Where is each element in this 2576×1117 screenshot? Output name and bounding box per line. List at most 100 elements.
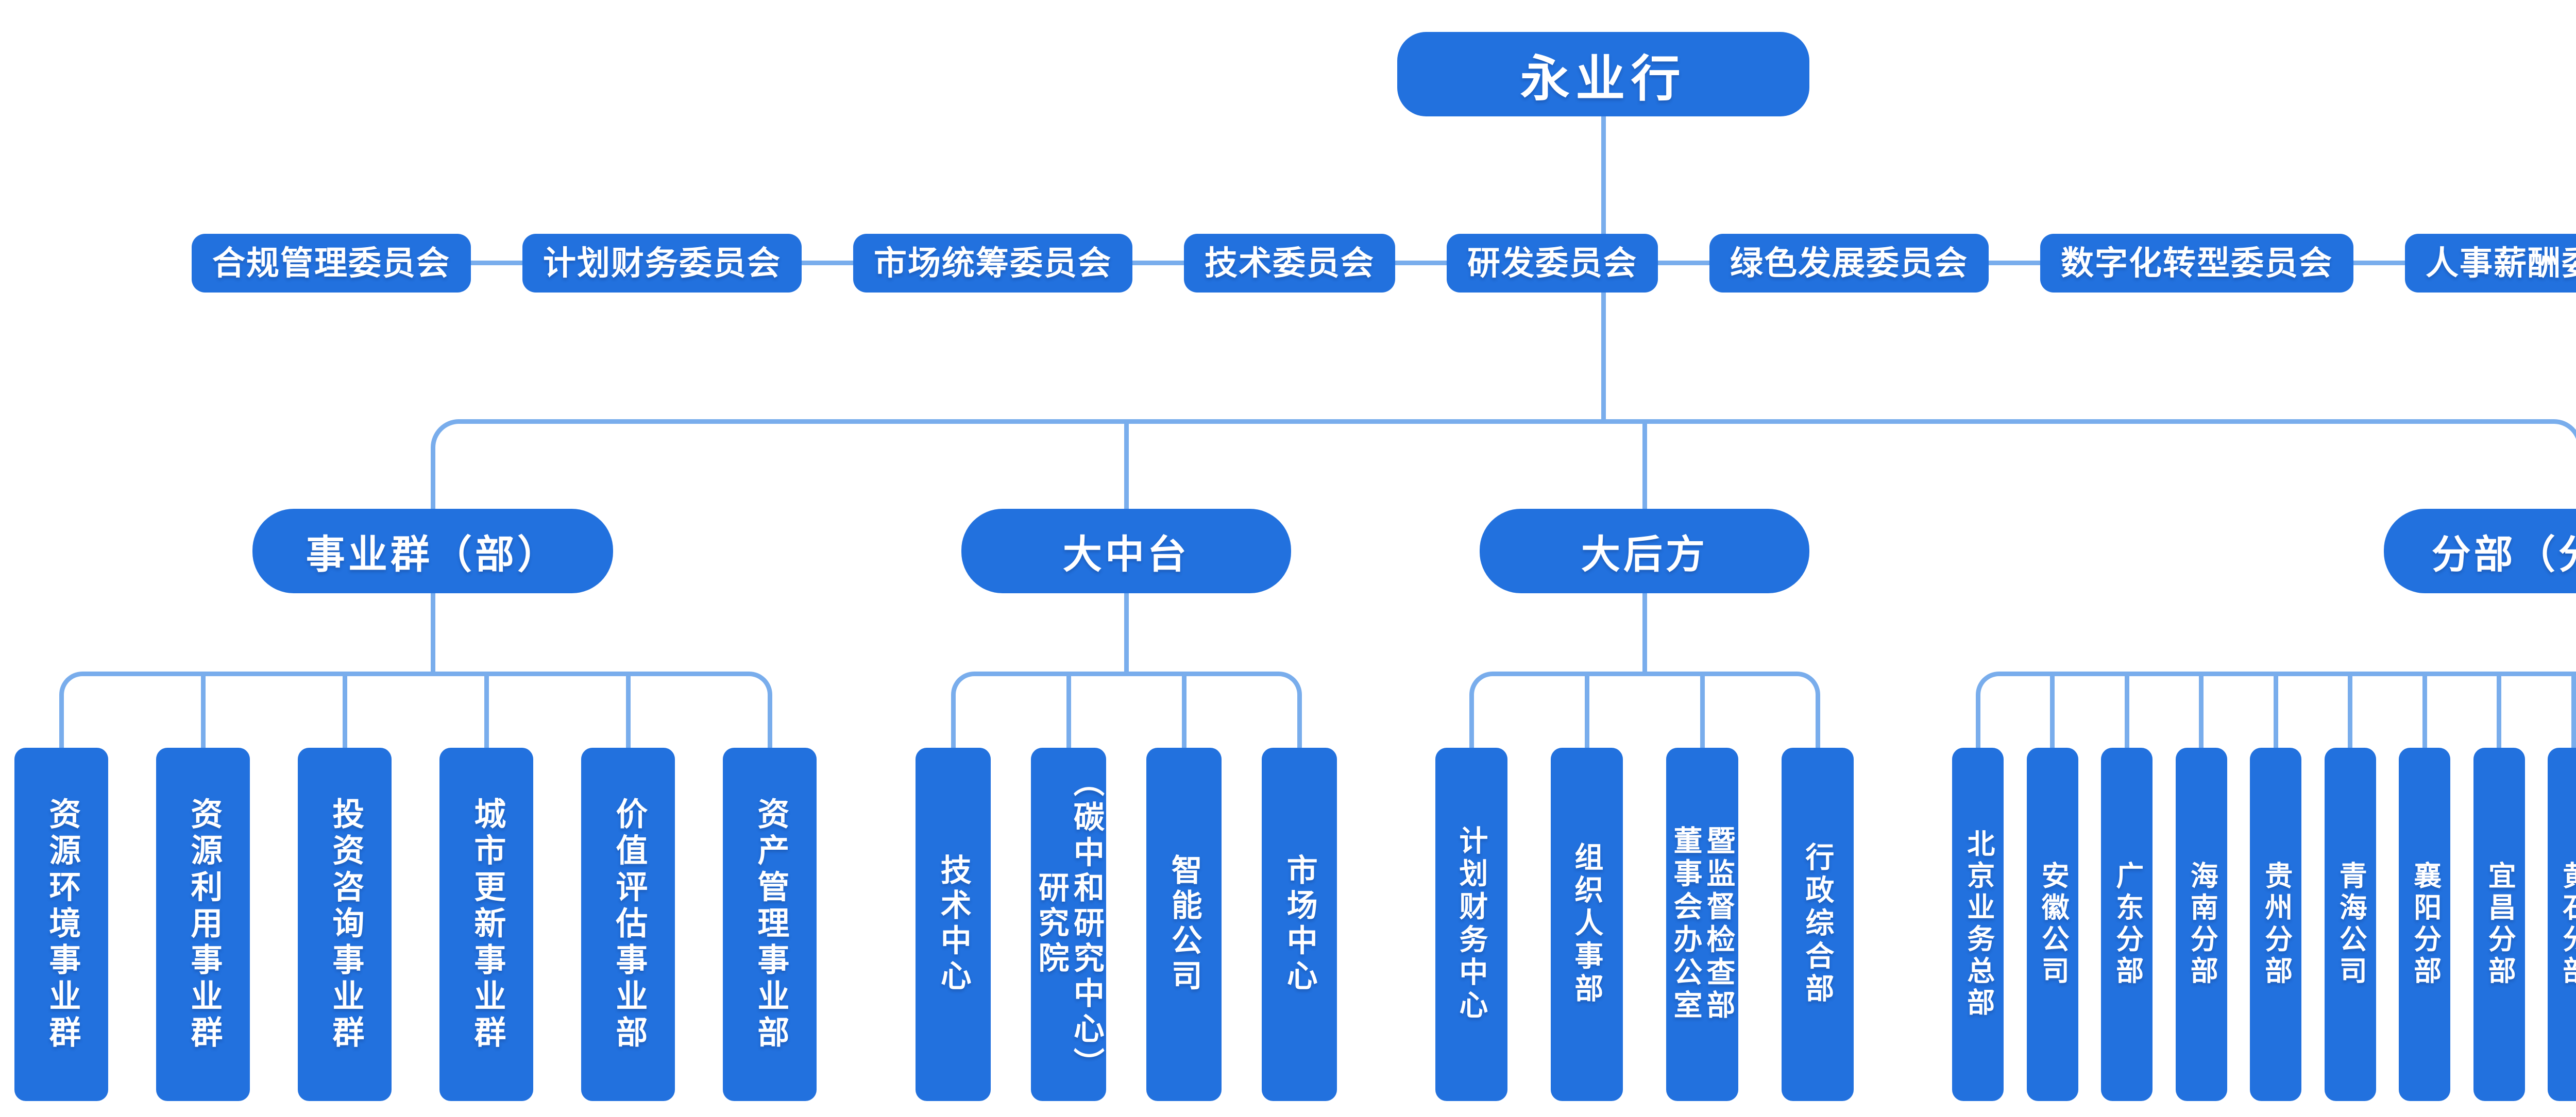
connector-vertical-line [2273, 672, 2278, 750]
leaf-node: 价值评估事业部 [581, 748, 675, 1101]
connector-vertical-line [625, 672, 631, 750]
leaf-node: 技术中心 [916, 748, 991, 1101]
connector-vertical-line [430, 448, 435, 511]
connector-vertical-line [2199, 672, 2204, 750]
leaf-node-label: 城市更新事业群 [469, 797, 505, 1052]
leaf-node-label: 黄石分部 [2558, 861, 2576, 988]
connector-elbow-left [1469, 672, 1493, 695]
connector-vertical-line [2497, 672, 2501, 750]
connector-vertical-line [1066, 672, 1071, 750]
committee-node: 计划财务委员会 [522, 234, 802, 293]
committee-node: 研发委员会 [1447, 234, 1658, 293]
connector-vertical-line [1700, 672, 1705, 750]
connector-vertical-line [1975, 695, 1980, 750]
leaf-node-label: 资源环境事业群 [44, 797, 80, 1052]
connector-horizontal-line [82, 672, 749, 676]
connector-vertical-line [1124, 419, 1129, 511]
connector-vertical-line [1124, 587, 1129, 676]
connector-elbow-left [430, 419, 459, 448]
leaf-node-label: 组织人事部 [1570, 842, 1603, 1007]
connector-vertical-line [1181, 672, 1187, 750]
leaf-node-label: 贵州分部 [2260, 861, 2292, 988]
leaf-node: 资源环境事业群 [14, 748, 108, 1101]
leaf-node-label: 资产管理事业部 [752, 797, 788, 1052]
branch-node: 分部（分公司） [2384, 509, 2576, 593]
leaf-node: 资源利用事业群 [156, 748, 250, 1101]
connector-elbow-right [1278, 672, 1302, 695]
committee-node: 数字化转型委员会 [2040, 234, 2353, 293]
leaf-node-label: 北京业务总部 [1962, 829, 1994, 1020]
connector-vertical-line [767, 695, 772, 750]
leaf-node: 市场中心 [1262, 748, 1337, 1101]
leaf-node-label: 市场中心 [1282, 854, 1317, 995]
leaf-node-label: 广东分部 [2111, 861, 2143, 988]
leaf-node: 计划财务中心 [1435, 748, 1507, 1101]
leaf-node-label: 海南分部 [2186, 861, 2217, 988]
connector-vertical-line [1297, 695, 1302, 750]
committee-node: 绿色发展委员会 [1709, 234, 1989, 293]
connector-vertical-line [1642, 419, 1647, 511]
branch-node: 大中台 [961, 509, 1291, 593]
connector-horizontal-line [268, 261, 2576, 265]
branch-node: 事业群（部） [252, 509, 613, 593]
leaf-node: 安徽公司 [2026, 748, 2078, 1101]
leaf-node: 研究院 （碳中和研究中心） [1031, 748, 1106, 1101]
connector-elbow-left [951, 672, 974, 695]
leaf-node: 行政综合部 [1782, 748, 1854, 1101]
connector-vertical-line [2571, 672, 2576, 750]
connector-horizontal-line [1998, 672, 2576, 676]
leaf-node-label: 资源利用事业群 [185, 797, 222, 1052]
connector-vertical-line [1584, 672, 1589, 750]
connector-vertical-line [951, 695, 956, 750]
connector-elbow-right [1797, 672, 1820, 695]
leaf-node-label: 研究院 （碳中和研究中心） [1034, 766, 1104, 1083]
leaf-node: 宜昌分部 [2473, 748, 2525, 1101]
leaf-node: 投资咨询事业群 [298, 748, 392, 1101]
leaf-node: 襄阳分部 [2399, 748, 2450, 1101]
connector-vertical-line [1469, 695, 1474, 750]
leaf-node: 北京业务总部 [1952, 748, 2004, 1101]
connector-horizontal-line [1492, 672, 1797, 676]
connector-vertical-line [484, 672, 489, 750]
connector-vertical-line [2422, 672, 2427, 750]
leaf-node: 广东分部 [2101, 748, 2153, 1101]
connector-horizontal-line [459, 419, 2554, 424]
leaf-node-label: 青海公司 [2335, 861, 2366, 988]
connector-elbow-left [59, 672, 82, 695]
leaf-node-label: 价值评估事业部 [611, 797, 647, 1052]
connector-horizontal-line [974, 672, 1279, 676]
leaf-node: 智能公司 [1146, 748, 1222, 1101]
leaf-node-label: 行政综合部 [1801, 842, 1834, 1007]
committee-row: 合规管理委员会计划财务委员会市场统筹委员会技术委员会研发委员会绿色发展委员会数字… [0, 234, 2576, 293]
leaf-node-label: 智能公司 [1167, 854, 1202, 995]
connector-vertical-line [2348, 672, 2352, 750]
connector-vertical-line [1815, 695, 1820, 750]
org-node-root: 永业行 [1397, 32, 1809, 116]
connector-elbow-right [749, 672, 772, 695]
connector-vertical-line [200, 672, 206, 750]
connector-vertical-line [342, 672, 347, 750]
leaf-node: 董事会办公室 暨监督检查部 [1666, 748, 1738, 1101]
branch-node: 大后方 [1480, 509, 1809, 593]
connector-vertical-line [59, 695, 64, 750]
leaf-node: 黄石分部 [2548, 748, 2576, 1101]
leaf-node: 组织人事部 [1551, 748, 1623, 1101]
connector-vertical-line [2124, 672, 2129, 750]
connector-vertical-line [2050, 672, 2055, 750]
committee-node: 技术委员会 [1184, 234, 1395, 293]
committee-node: 合规管理委员会 [192, 234, 471, 293]
leaf-node-label: 宜昌分部 [2484, 861, 2515, 988]
leaf-node: 贵州分部 [2250, 748, 2301, 1101]
leaf-node: 海南分部 [2175, 748, 2227, 1101]
leaf-node-label: 投资咨询事业群 [327, 797, 363, 1052]
leaf-node: 城市更新事业群 [439, 748, 533, 1101]
connector-vertical-line [430, 587, 435, 676]
leaf-node-label: 技术中心 [936, 854, 971, 995]
committee-node: 人事薪酬委员会 [2405, 234, 2576, 293]
leaf-node: 青海公司 [2324, 748, 2376, 1101]
connector-vertical-line [1642, 587, 1647, 676]
connector-elbow-right [2553, 419, 2576, 448]
leaf-node: 资产管理事业部 [723, 748, 817, 1101]
connector-elbow-left [1975, 672, 1999, 695]
